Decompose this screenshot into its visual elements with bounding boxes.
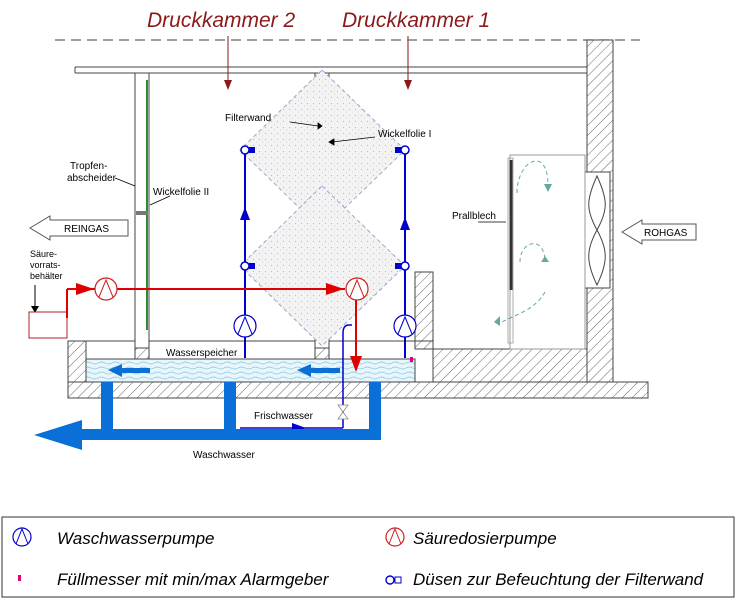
saeure-label-line3: behälter [30,271,63,281]
tropfenabscheider-label-line1: Tropfen- [70,161,107,172]
header-druckkammer-1: Druckkammer 1 [342,9,490,32]
prallblech-label: Prallblech [452,211,496,222]
flow-swirl-arrows [494,160,552,326]
wasserspeicher-label: Wasserspeicher [166,348,238,359]
tropfenabscheider-wall [134,72,150,349]
legend-waschwasserpumpe-icon [12,527,32,547]
waschwasser-label: Waschwasser [193,450,256,461]
acid-dosing-line [28,283,368,372]
waschwasserpumpe-right-icon [393,314,417,338]
wasserspeicher-basin [85,358,416,383]
saeuredosierpumpe-right-icon [345,277,369,301]
fuellmesser-indicator [410,357,413,362]
header-arrow-chamber-1 [404,36,412,90]
header-arrow-chamber-2 [224,36,232,90]
wickelfolie-2-label: Wickelfolie II [153,187,209,198]
legend-duesen: Düsen zur Befeuchtung der Filterwand [413,570,704,589]
reingas-label: REINGAS [64,224,109,235]
filterwand-label: Filterwand [225,113,271,124]
saeure-label-line2: vorrats- [30,260,61,270]
waschwasserpumpe-left-icon [233,314,257,338]
valve-icon [337,404,349,420]
legend-saeuredosierpumpe-icon [385,527,405,547]
filter-media [239,69,406,347]
leader-lines [114,121,506,223]
basin-flow-arrows [108,364,340,377]
header-druckkammer-2: Druckkammer 2 [147,9,296,32]
rohgas-arrow: ROHGAS [621,219,697,245]
wickelfolie-1-label: Wickelfolie I [378,129,431,140]
saeure-label-line1: Säure- [30,249,57,259]
inlet-fan [584,171,611,289]
legend: Waschwasserpumpe Säuredosierpumpe Füllme… [1,516,735,598]
legend-duese-icon [385,575,402,585]
legend-waschwasserpumpe: Waschwasserpumpe [57,529,214,548]
legend-saeuredosierpumpe: Säuredosierpumpe [413,529,557,548]
legend-fuellmesser-icon [18,575,21,581]
reingas-arrow: REINGAS [29,215,129,241]
saeuredosierpumpe-left-icon [94,277,118,301]
prallblech-frame [507,154,586,350]
frischwasser-label: Frischwasser [254,411,314,422]
rohgas-label: ROHGAS [644,228,688,239]
waschwasser-pipework [34,382,381,450]
housing-ceiling [74,66,587,74]
legend-fuellmesser: Füllmesser mit min/max Alarmgeber [57,570,330,589]
floor [67,271,649,399]
tropfenabscheider-label-line2: abscheider [67,173,117,184]
